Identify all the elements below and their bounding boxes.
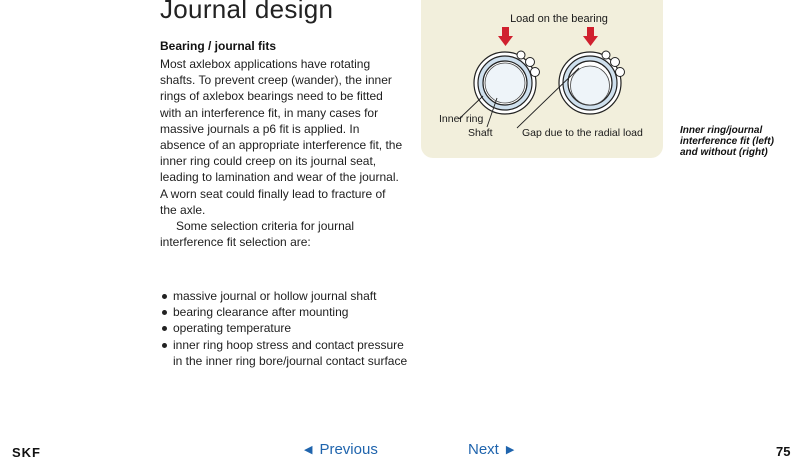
- list-item: inner ring hoop stress and contact press…: [160, 337, 410, 369]
- triangle-right-icon: ▶: [505, 444, 515, 456]
- previous-link[interactable]: ◀ Previous: [304, 441, 378, 458]
- bearing-fit-figure: Load on the bearing: [421, 0, 663, 158]
- gap-label: Gap due to the radial load: [522, 127, 643, 139]
- paragraph-1: Most axlebox applications have rotating …: [160, 57, 403, 217]
- bearing-with-fit: [473, 50, 540, 115]
- previous-label: Previous: [319, 441, 378, 458]
- inner-ring-leader: [458, 95, 484, 120]
- load-arrow-right: [583, 27, 598, 46]
- next-label: Next: [468, 441, 499, 458]
- figure-caption: Inner ring/journal interference fit (lef…: [680, 125, 774, 158]
- paragraph-2: Some selection criteria for journal inte…: [160, 219, 355, 250]
- inner-ring-label: Inner ring: [439, 113, 484, 125]
- triangle-left-icon: ◀: [304, 444, 313, 456]
- body-text: Most axlebox applications have rotating …: [160, 56, 405, 250]
- shaft-leader: [486, 97, 498, 128]
- criteria-list: massive journal or hollow journal shaft …: [160, 288, 410, 369]
- gap-leader: [516, 67, 580, 129]
- next-link[interactable]: Next ▶: [468, 441, 514, 458]
- bearing-diagram: Load on the bearing: [439, 13, 643, 139]
- load-arrow-left: [498, 27, 513, 46]
- list-item: operating temperature: [160, 320, 410, 336]
- page-number: 75: [776, 444, 791, 459]
- shaft-label: Shaft: [468, 127, 493, 139]
- bearing-without-fit: [558, 50, 625, 115]
- section-title: Bearing / journal fits: [160, 39, 277, 53]
- load-label: Load on the bearing: [510, 13, 608, 25]
- page-heading: Journal design: [160, 0, 334, 24]
- list-item: massive journal or hollow journal shaft: [160, 288, 410, 304]
- list-item: bearing clearance after mounting: [160, 304, 410, 320]
- skf-logo: SKF: [12, 445, 41, 460]
